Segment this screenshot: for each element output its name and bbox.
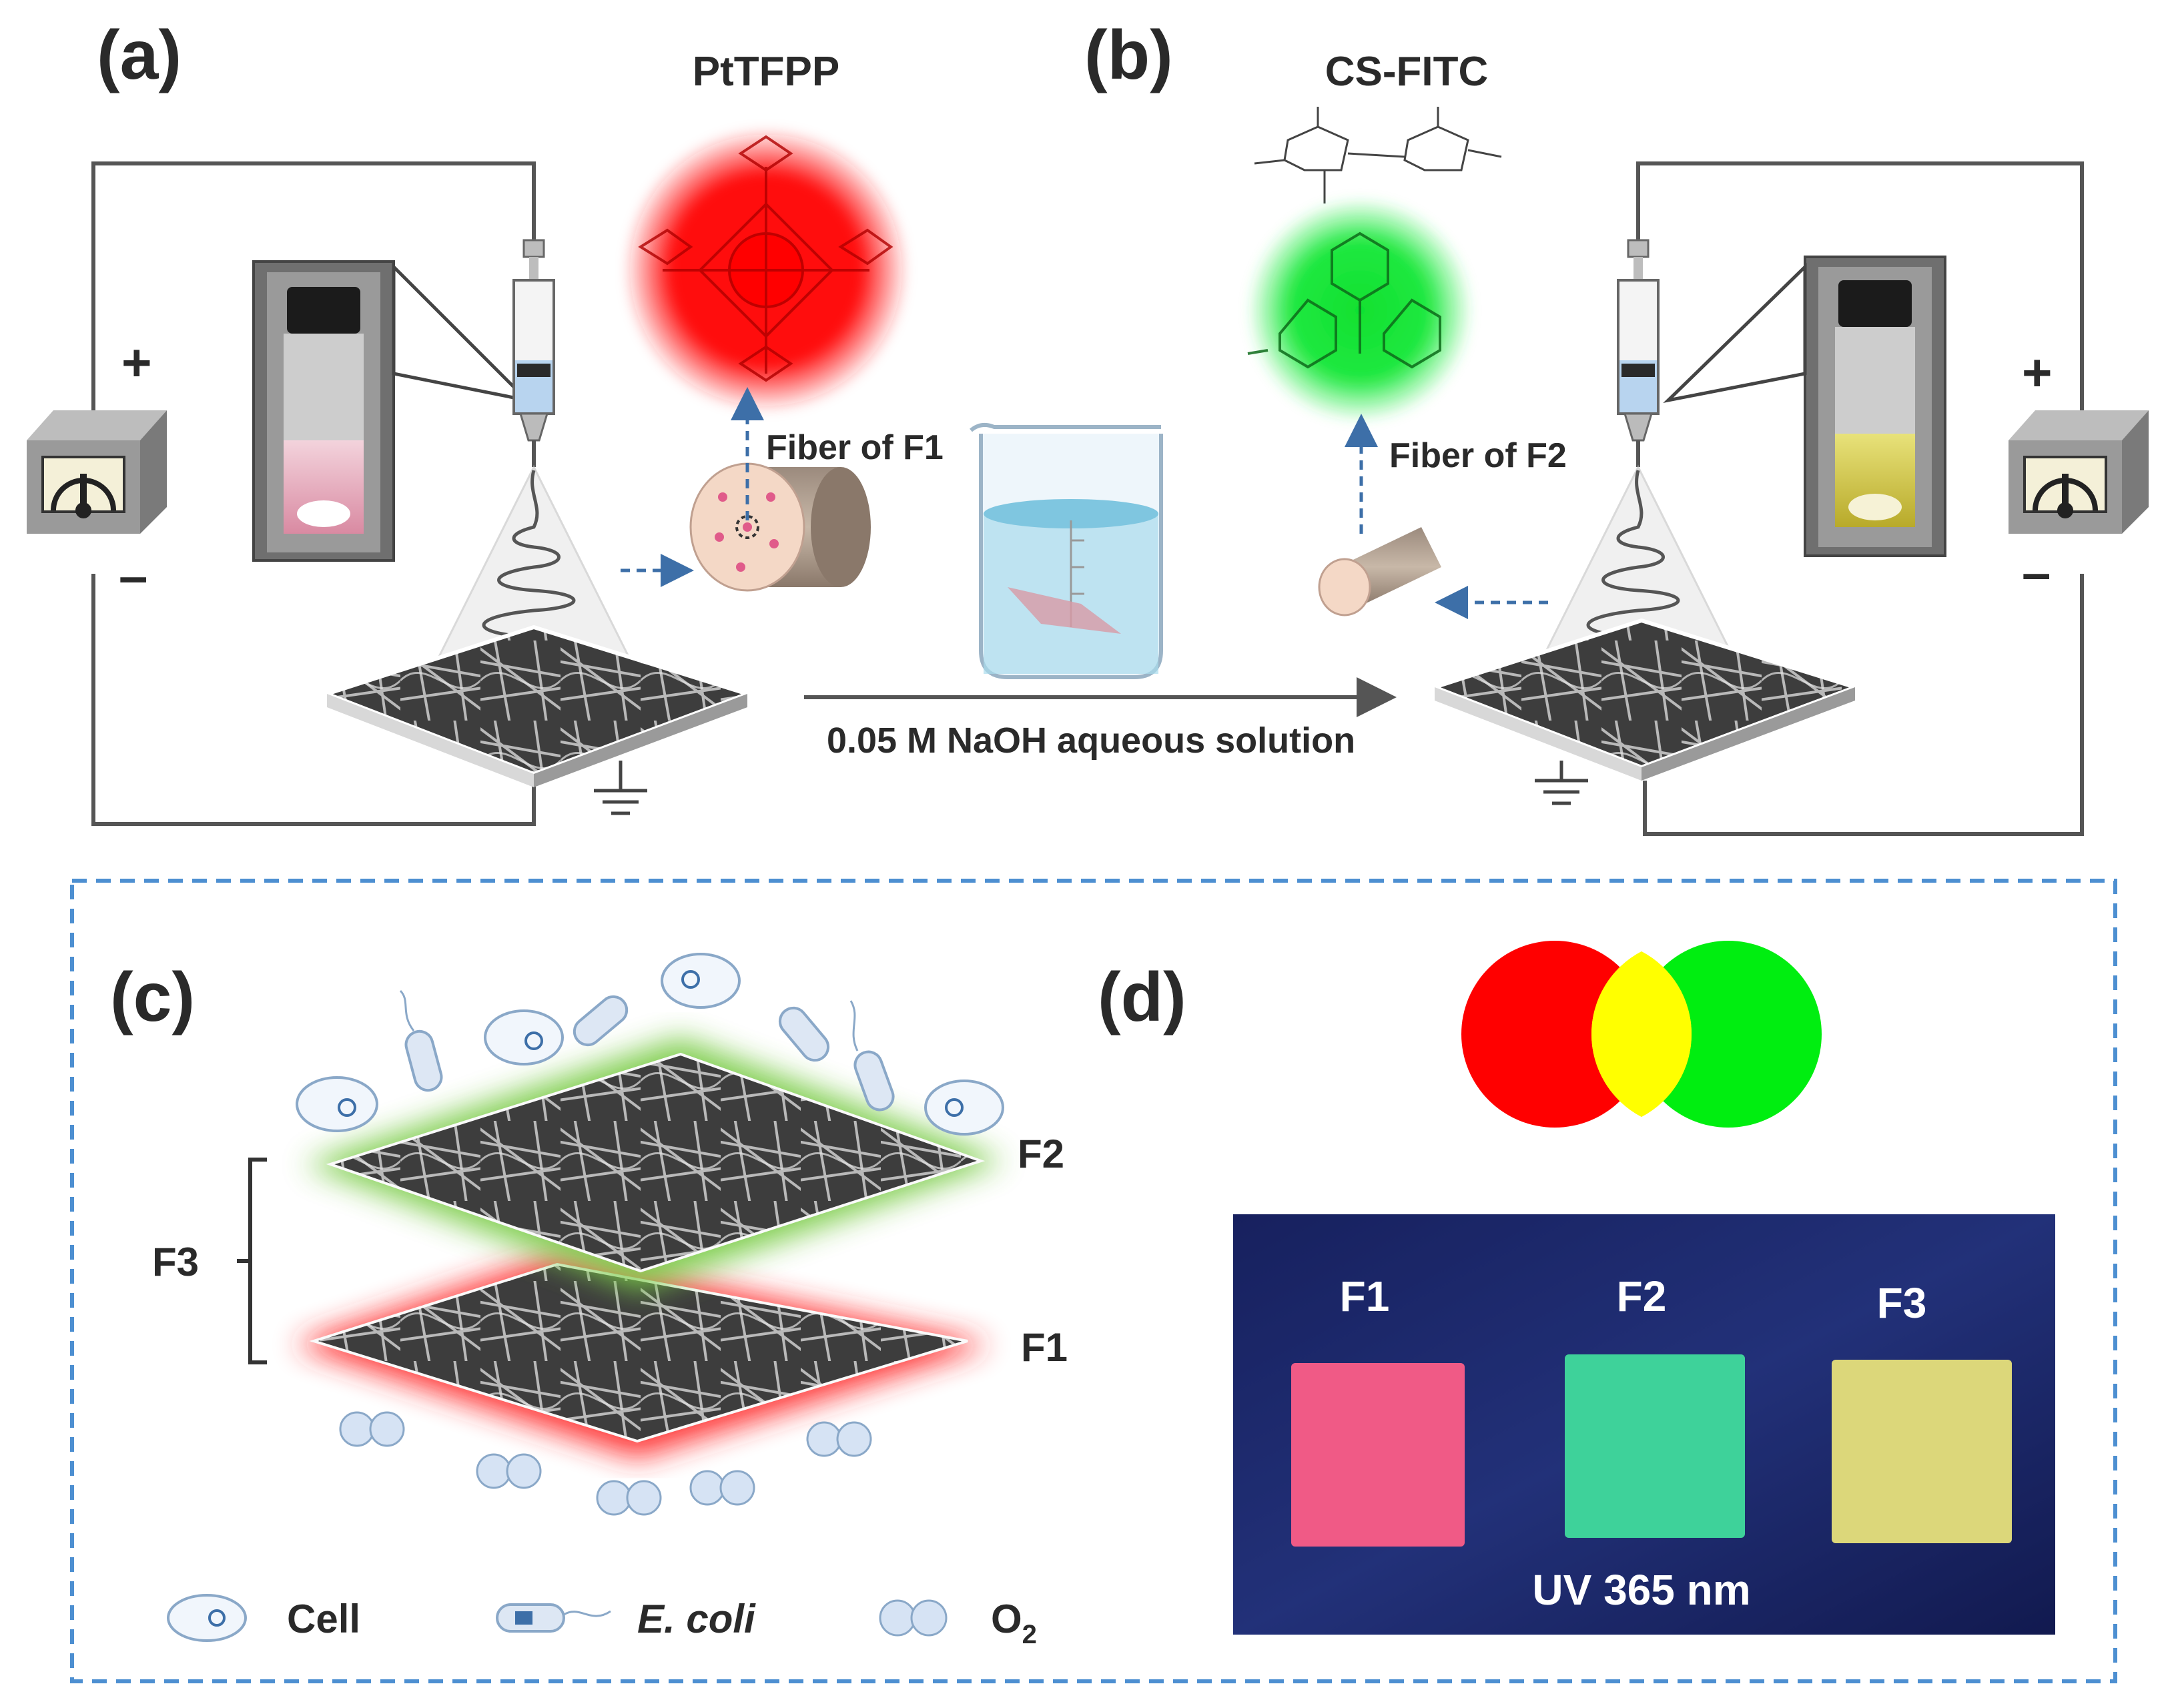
fiber-mat-b [1429,618,1862,781]
zoom-callout-b [1663,263,1807,404]
cell-icon [924,1080,1004,1136]
bottom-panel-border [70,879,2117,1683]
fitc-glow [1246,197,1473,424]
legend-o2-letter: O [991,1597,1022,1641]
power-plus-a: + [121,333,152,392]
cell-icon [484,1009,564,1065]
f3-bracket [237,1158,267,1364]
uv-caption: UV 365 nm [1532,1566,1750,1614]
sample-square-f2 [1565,1354,1745,1538]
legend: Cell E. coli O2 [167,1594,1037,1649]
pttfpp-label: PtTFPP [693,49,839,95]
panel-d: (d) F1 F2 F3 UV 365 nm [1098,941,2055,1635]
panel-c: (c) F2 F1 F3 [110,953,1068,1516]
legend-ecoli-icon [496,1603,611,1633]
ecoli-icon [399,989,443,1092]
legend-ecoli-label: E. coli [637,1597,756,1641]
ecoli-icon [573,995,629,1047]
venn-diagram [1461,941,1822,1128]
legend-o2-subscript: 2 [1022,1620,1037,1649]
vial-photo-b [1804,256,1946,557]
layer-f1-label: F1 [1021,1325,1068,1370]
circuit-wire-a [91,161,536,826]
sample-label-f2: F2 [1617,1272,1667,1320]
fiber-mat-a [321,624,754,787]
panel-letter-d: (d) [1098,959,1186,1036]
fiber-cylinder-icon-f1 [689,462,871,592]
legend-o2-icon [879,1599,948,1637]
o2-molecule-icon [339,1411,872,1516]
panel-b: (b) CS-FITC [1084,17,2149,836]
sample-square-f3 [1832,1360,2012,1543]
power-supply-icon [27,410,167,534]
cell-icon [296,1076,378,1132]
ecoli-icon [849,1000,895,1112]
fiber-f2-label: Fiber of F2 [1389,436,1567,475]
syringe-icon-b [1617,239,1660,467]
syringe-icon-a [512,239,555,467]
fiber-cylinder-icon-f2 [1318,527,1441,616]
power-minus-b: – [2022,543,2051,602]
venn-red-circle [1461,941,1648,1128]
panel-a: + – [27,17,944,826]
sample-square-f1 [1291,1363,1465,1547]
legend-cell-icon [167,1594,247,1642]
process-arrow-label: 0.05 M NaOH aqueous solution [827,721,1355,761]
layer-f1 [294,1254,991,1458]
vial-photo-a [252,260,395,562]
sample-label-f1: F1 [1340,1272,1390,1320]
chitosan-structure [1254,107,1502,203]
f3-stack-label: F3 [152,1240,199,1284]
panel-letter-a: (a) [97,17,181,94]
cs-fitc-label: CS-FITC [1325,49,1489,95]
layer-f2-label: F2 [1018,1132,1064,1176]
zoom-callout-a [392,262,532,404]
legend-o2-label: O2 [991,1597,1037,1649]
uv-photo: F1 F2 F3 UV 365 nm [1233,1214,2055,1635]
circuit-wire-b [1636,161,2084,836]
sample-label-f3: F3 [1877,1279,1927,1327]
pttfpp-glow [623,127,910,414]
power-minus-a: – [119,546,147,605]
fiber-f1-label: Fiber of F1 [766,428,944,467]
legend-cell-label: Cell [287,1597,360,1641]
cell-icon [661,953,741,1009]
panel-letter-c: (c) [110,959,195,1036]
power-plus-b: + [2022,343,2053,402]
beaker-icon [970,422,1163,679]
power-supply-icon-b [2009,410,2149,534]
ground-icon-b [1535,761,1588,805]
panel-letter-b: (b) [1084,17,1173,94]
venn-green-circle [1635,941,1822,1128]
layer-f2 [304,1037,1004,1291]
ecoli-icon [778,1006,830,1062]
ground-icon-a [594,761,647,815]
